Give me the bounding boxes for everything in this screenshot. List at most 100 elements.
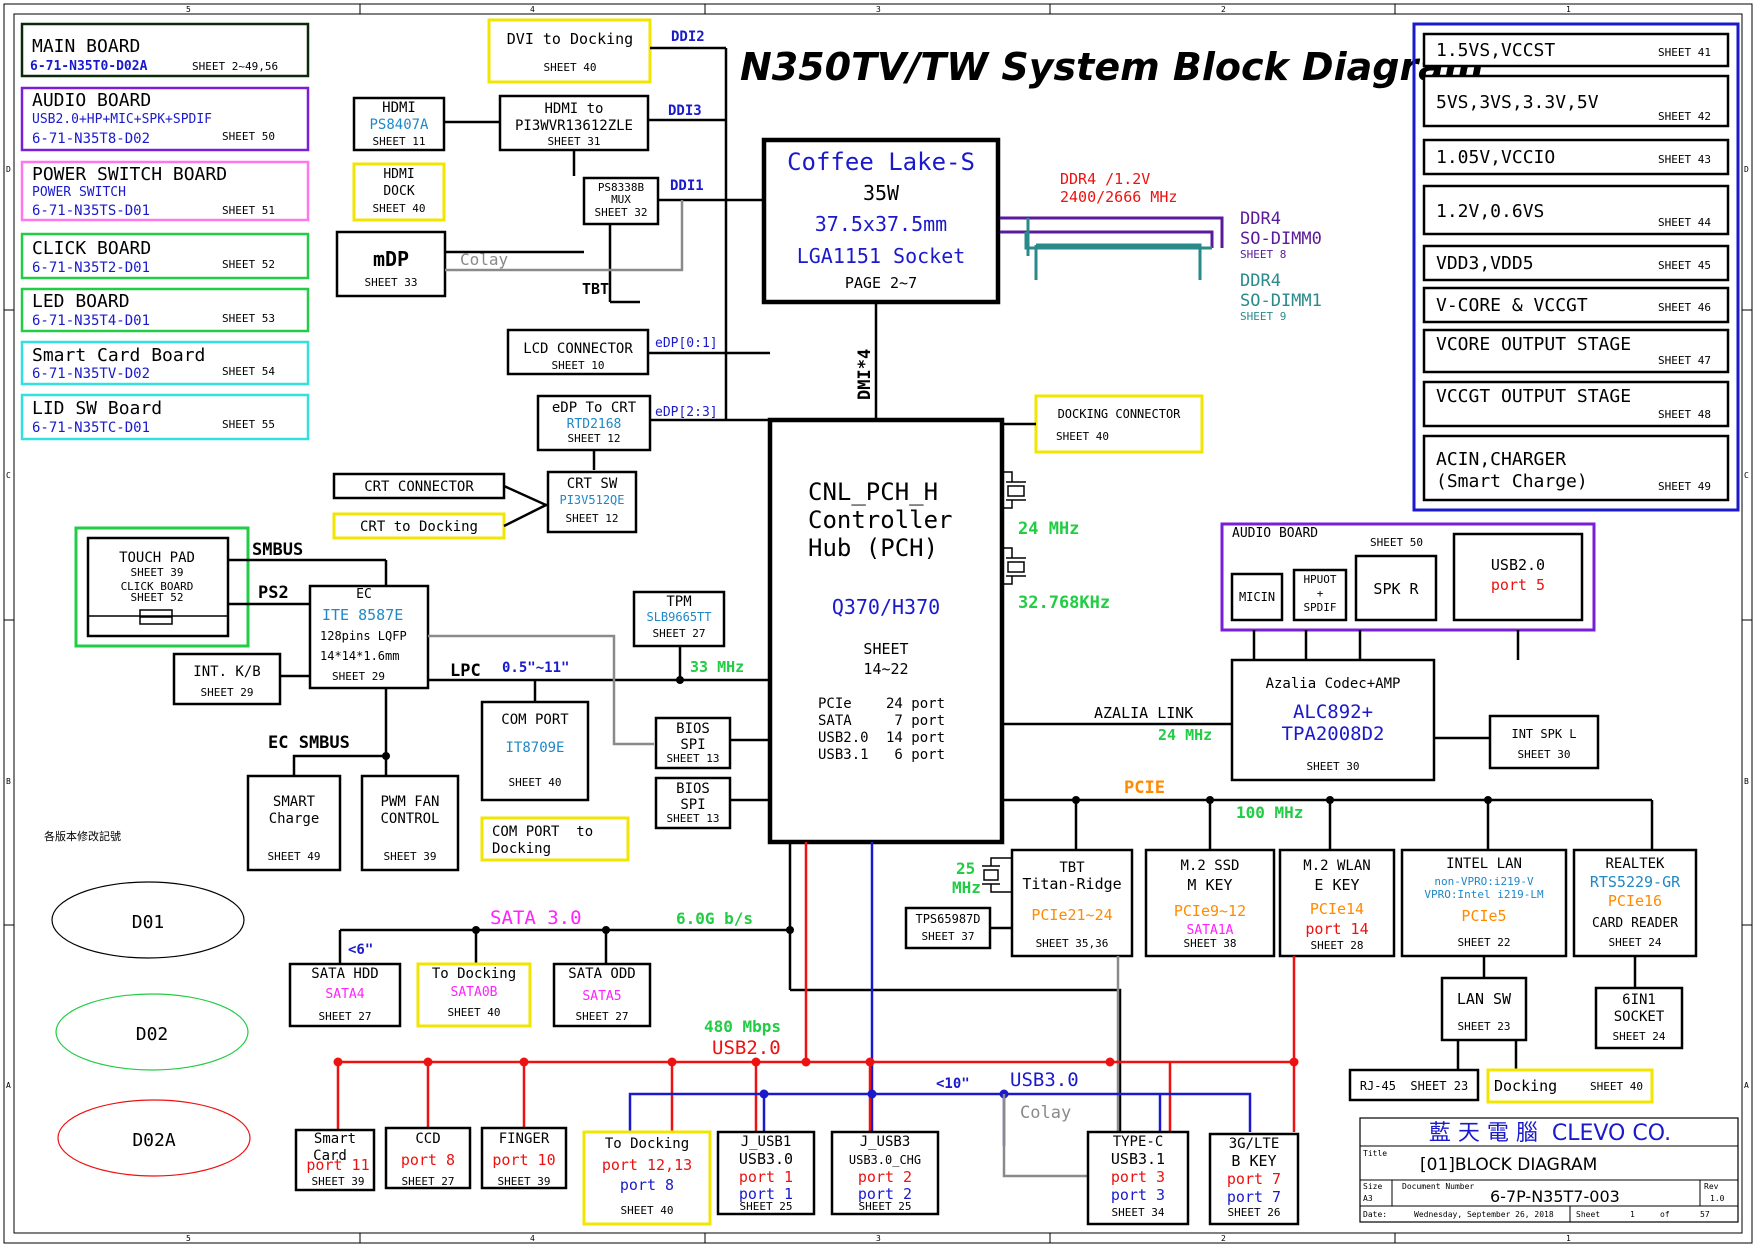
ccd-sheet: SHEET 27 <box>402 1175 455 1188</box>
board-audio-sub: USB2.0+HP+MIC+SPK+SPDIF <box>32 112 212 127</box>
pch-clock-24mhz: 24 MHz <box>1018 519 1079 539</box>
typec-port-usb2: port 3 <box>1111 1168 1165 1186</box>
board-main-name: MAIN BOARD <box>32 36 140 57</box>
ssd-label: M.2 SSD <box>1180 858 1239 874</box>
ccd-port: port 8 <box>401 1151 455 1169</box>
lcd-connector-label: LCD CONNECTOR <box>523 341 633 357</box>
cpu-size: 37.5x37.5mm <box>815 212 947 236</box>
ec-dimensions: 14*14*1.6mm <box>320 649 399 663</box>
edp-crt-label: eDP To CRT <box>552 400 637 416</box>
pch-block: CNL_PCH_H Controller Hub (PCH) Q370/H370… <box>767 417 1110 845</box>
dimm1-name: SO-DIMM1 <box>1240 291 1322 311</box>
sheet-of-label: of <box>1660 1210 1670 1219</box>
pwm-fan-label: PWM FAN <box>380 794 439 810</box>
pch-sheet: SHEET <box>863 640 908 658</box>
smbus-label: SMBUS <box>252 540 303 560</box>
ruler-bottom-4: 4 <box>530 1234 535 1243</box>
crt-connector-label: CRT CONNECTOR <box>364 479 474 495</box>
realtek-pcie: PCIe16 <box>1608 892 1662 910</box>
hdmi-chip: PS8407A <box>369 117 429 133</box>
power-9-label2: (Smart Charge) <box>1436 471 1588 492</box>
sheet-field-label: Sheet <box>1576 1210 1600 1219</box>
spdif-label: SPDIF <box>1303 601 1336 614</box>
ruler-top-5: 5 <box>186 5 191 14</box>
audio-usb-label: USB2.0 <box>1491 556 1545 574</box>
dimm0-name: SO-DIMM0 <box>1240 229 1322 249</box>
sixin1-sheet: SHEET 24 <box>1613 1030 1666 1043</box>
ruler-right-d: D <box>1744 165 1749 174</box>
ruler-bottom-1: 1 <box>1566 1234 1571 1243</box>
jusb3-type: USB3.0_CHG <box>849 1153 921 1167</box>
lte-label: 3G/LTE <box>1229 1136 1280 1152</box>
cpu-tdp: 35W <box>863 181 900 205</box>
sata-hdd-port: SATA4 <box>325 987 364 1002</box>
size-field-label: Size <box>1363 1182 1382 1191</box>
board-click-code: 6-71-N35T2-D01 <box>32 260 150 276</box>
usb-section: 480 Mbps USB2.0 <10" USB3.0 Colay Smart … <box>294 842 1300 1226</box>
rev-value: 1.0 <box>1710 1194 1725 1203</box>
size-value: A3 <box>1363 1194 1373 1203</box>
board-smartcard-code: 6-71-N35TV-D02 <box>32 366 150 382</box>
ddr-freq-label: 2400/2666 MHz <box>1060 188 1177 206</box>
com-port-chip: IT8709E <box>505 740 564 756</box>
hpout-label: HPUOT <box>1303 573 1336 586</box>
ddr-bus-label: DDR4 /1.2V <box>1060 170 1150 188</box>
azalia-clock-label: 24 MHz <box>1158 726 1212 744</box>
codec-sheet: SHEET 30 <box>1307 760 1360 773</box>
tpm-sheet: SHEET 27 <box>653 627 706 640</box>
pwm-fan-sheet: SHEET 39 <box>384 850 437 863</box>
board-audio-name: AUDIO BOARD <box>32 90 151 111</box>
board-audio-sheet: SHEET 50 <box>222 130 275 143</box>
docking-connector-label: DOCKING CONNECTOR <box>1058 407 1182 421</box>
lan-sw-label: LAN SW <box>1457 990 1512 1008</box>
ec-sheet: SHEET 29 <box>332 670 385 683</box>
smart-charge-label2: Charge <box>269 811 320 827</box>
audio-board-label: AUDIO BOARD <box>1232 526 1318 541</box>
edp-crt-sheet: SHEET 12 <box>568 432 621 445</box>
revision-d02: D02 <box>136 1024 169 1045</box>
cpu-name: Coffee Lake-S <box>787 148 975 176</box>
jusb1-sheet: SHEET 25 <box>740 1200 793 1213</box>
sata-speed-label: 6.0G b/s <box>676 909 753 928</box>
lpc-length-label: 0.5"~11" <box>502 660 569 676</box>
power-1-label: 1.5VS,VCCST <box>1436 40 1555 61</box>
board-smartcard-name: Smart Card Board <box>32 345 205 366</box>
tpm-label: TPM <box>666 594 691 610</box>
power-4-label: 1.2V,0.6VS <box>1436 201 1544 222</box>
power-5-sheet: SHEET 45 <box>1658 259 1711 272</box>
bios-spi-2-label: BIOS <box>676 781 710 797</box>
sata-docking-label: To Docking <box>432 966 516 982</box>
intel-lan-pcie: PCIe5 <box>1461 907 1506 925</box>
pch-port-usb2-name: USB2.0 <box>818 730 869 746</box>
board-lid-code: 6-71-N35TC-D01 <box>32 420 150 436</box>
power-9-sheet: SHEET 49 <box>1658 480 1711 493</box>
power-2-sheet: SHEET 42 <box>1658 110 1711 123</box>
power-5-label: VDD3,VDD5 <box>1436 253 1534 274</box>
ps8338-chip: PS8338B <box>598 181 645 194</box>
ruler-right-c: C <box>1744 471 1749 480</box>
board-main-sheet: SHEET 2~49,56 <box>192 60 278 73</box>
tbt-pcie: PCIe21~24 <box>1031 906 1112 924</box>
hdmi-to-label: HDMI to <box>544 101 603 117</box>
smartcard-sheet: SHEET 39 <box>312 1175 365 1188</box>
date-field-label: Date: <box>1363 1210 1387 1219</box>
jusb3-sheet: SHEET 25 <box>859 1200 912 1213</box>
lan-sw-sheet: SHEET 23 <box>1458 1020 1511 1033</box>
video-section: DVI to Docking SHEET 40 DDI2 HDMI PS8407… <box>332 18 1204 540</box>
sheet-total: 57 <box>1700 1210 1710 1219</box>
dvi-docking-sheet: SHEET 40 <box>544 61 597 74</box>
sata-label: SATA 3.0 <box>490 907 582 929</box>
sata-hdd-label: SATA HDD <box>311 966 378 982</box>
board-led-code: 6-71-N35T4-D01 <box>32 313 150 329</box>
sata-odd-label: SATA ODD <box>568 966 635 982</box>
power-1-sheet: SHEET 41 <box>1658 46 1711 59</box>
dimm0-type: DDR4 <box>1240 209 1281 229</box>
ec-smbus-label: EC SMBUS <box>268 733 350 753</box>
pwm-fan-label2: CONTROL <box>380 811 439 827</box>
intel-lan-nonvpro: non-VPRO:i219-V <box>1434 875 1534 888</box>
lte-key: B KEY <box>1231 1152 1276 1170</box>
crt-docking-label: CRT to Docking <box>360 519 478 535</box>
sata-hdd-sheet: SHEET 27 <box>319 1010 372 1023</box>
finger-label: FINGER <box>499 1131 550 1147</box>
lte-port-usb3: port 7 <box>1227 1188 1281 1206</box>
